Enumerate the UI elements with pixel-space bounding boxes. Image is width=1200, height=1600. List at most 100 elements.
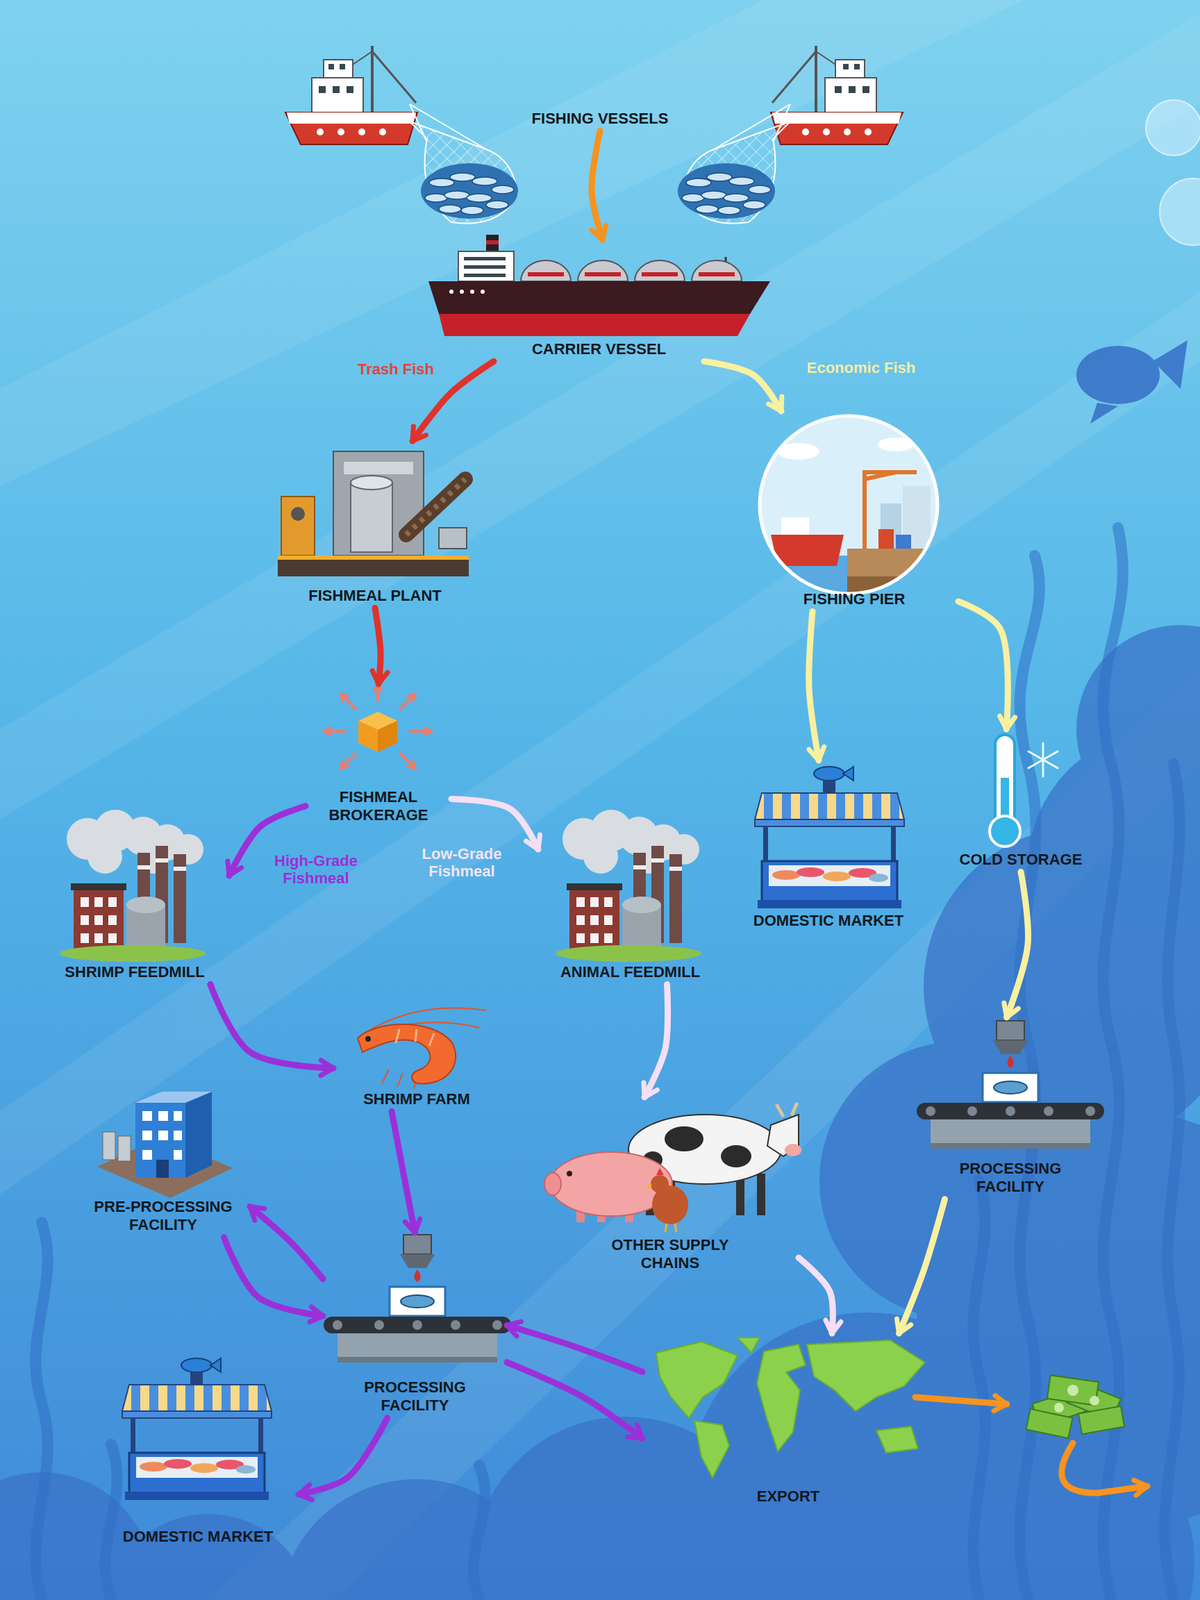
fish-silhouette [1152, 340, 1188, 389]
feedmill-factory [555, 809, 702, 962]
station-node: FISHMEAL PLANT [270, 440, 480, 608]
station-label: DOMESTIC MARKET [97, 1527, 299, 1546]
bubbles [1159, 178, 1200, 246]
fishmeal-plant [277, 555, 469, 560]
farm-animals [544, 1102, 802, 1232]
brokerage-icon [323, 684, 432, 769]
world-map [806, 1340, 925, 1412]
station-node: PRE-PROCESSING FACILITY [76, 1083, 250, 1238]
carrier-ship [486, 240, 499, 245]
pre-processing-building [173, 1150, 182, 1160]
flow-arrow [391, 1111, 416, 1233]
world-map [876, 1426, 919, 1453]
station-node: EXPORT [642, 1333, 935, 1509]
carrier-ship [698, 272, 735, 277]
money-stack [1026, 1409, 1073, 1439]
station-node: PROCESSING FACILITY [322, 1232, 507, 1419]
seaweed [472, 1465, 485, 1600]
market-stall [122, 1358, 272, 1500]
money-arrow [915, 1397, 1007, 1405]
shrimp [357, 1007, 487, 1089]
thermometer [989, 815, 1021, 847]
flow-arrow [506, 1325, 643, 1372]
thermometer [1028, 743, 1058, 777]
fishing-pier [756, 413, 945, 605]
station-node: ANIMAL FEEDMILL [538, 809, 723, 985]
thermometer [989, 734, 1058, 847]
feedmill-factory [555, 809, 702, 962]
carrier-ship [449, 289, 454, 294]
money-stack [1026, 1375, 1125, 1439]
flow-arrow [899, 1199, 946, 1334]
flow-arrow [798, 1257, 833, 1334]
flow-arrow [506, 1362, 643, 1439]
pre-processing-building [185, 1091, 212, 1178]
fishmeal-plant [277, 555, 469, 577]
farm-animals [664, 1126, 704, 1152]
flow-arrow [809, 611, 819, 761]
brokerage-icon [377, 720, 398, 753]
fishing-pier [895, 534, 912, 549]
farm-animals [643, 1126, 752, 1169]
pre-processing-building [142, 1111, 182, 1160]
station-label: PROCESSING FACILITY [349, 1378, 482, 1416]
money-stack [1054, 1384, 1100, 1413]
world-map [737, 1337, 760, 1353]
station-node: CARRIER VESSEL [423, 239, 775, 362]
shrimp [429, 1033, 435, 1046]
fishmeal-plant [406, 479, 466, 535]
pre-processing-building [158, 1130, 169, 1141]
flow-arrow [451, 798, 539, 850]
carrier-ship [463, 265, 506, 269]
carrier-ship [691, 260, 742, 282]
processing-machine [323, 1234, 512, 1363]
station-node: FISHING VESSELS [513, 109, 687, 131]
pre-processing-building [135, 1091, 212, 1103]
world-map [756, 1344, 806, 1452]
brokerage-icon [399, 752, 416, 769]
fishmeal-plant [438, 527, 467, 549]
processing-machine [916, 1020, 1105, 1149]
fishmeal-plant [281, 496, 315, 556]
carrier-ship [458, 251, 514, 282]
flow-arrow [224, 1237, 324, 1316]
money-stack [1054, 1402, 1064, 1413]
station-node: FISHMEAL BROKERAGE [305, 684, 452, 828]
pre-processing-building [173, 1130, 182, 1141]
station-node: DOMESTIC MARKET [731, 760, 926, 933]
flow-arrow [644, 984, 669, 1098]
farm-animals [665, 1223, 677, 1232]
farm-animals [776, 1102, 798, 1117]
seaweed [1102, 527, 1123, 1600]
station-node: COLD STORAGE [930, 729, 1112, 872]
fishmeal-plant [290, 506, 305, 521]
fishing-net [409, 104, 791, 224]
fishing-pier [756, 413, 945, 601]
carrier-ship [584, 272, 621, 277]
farm-animals [675, 1223, 677, 1232]
money-stack [1026, 1375, 1125, 1439]
fish-silhouette [1090, 402, 1119, 424]
seabed-shapes [888, 1409, 1195, 1600]
farm-animals [720, 1145, 752, 1168]
money-arrow [1061, 1443, 1148, 1494]
carrier-ship [480, 289, 485, 294]
seaweed [35, 527, 1180, 1600]
money-stack [1067, 1384, 1079, 1396]
shrimp [357, 1024, 456, 1084]
fishmeal-plant [350, 482, 393, 553]
fish-silhouette [1076, 340, 1188, 424]
carrier-ship [520, 260, 571, 282]
station-label: EXPORT [642, 1487, 935, 1506]
brokerage-icon [340, 752, 357, 769]
station-label: CARRIER VESSEL [423, 340, 775, 359]
station-label: FISHMEAL PLANT [270, 586, 480, 605]
fishing-net [409, 121, 518, 224]
market-stall [754, 766, 905, 909]
flow-arrow [250, 1206, 323, 1279]
money-arrow [915, 1397, 1148, 1494]
brokerage-icon [340, 693, 357, 710]
fishing-ship [285, 45, 418, 145]
